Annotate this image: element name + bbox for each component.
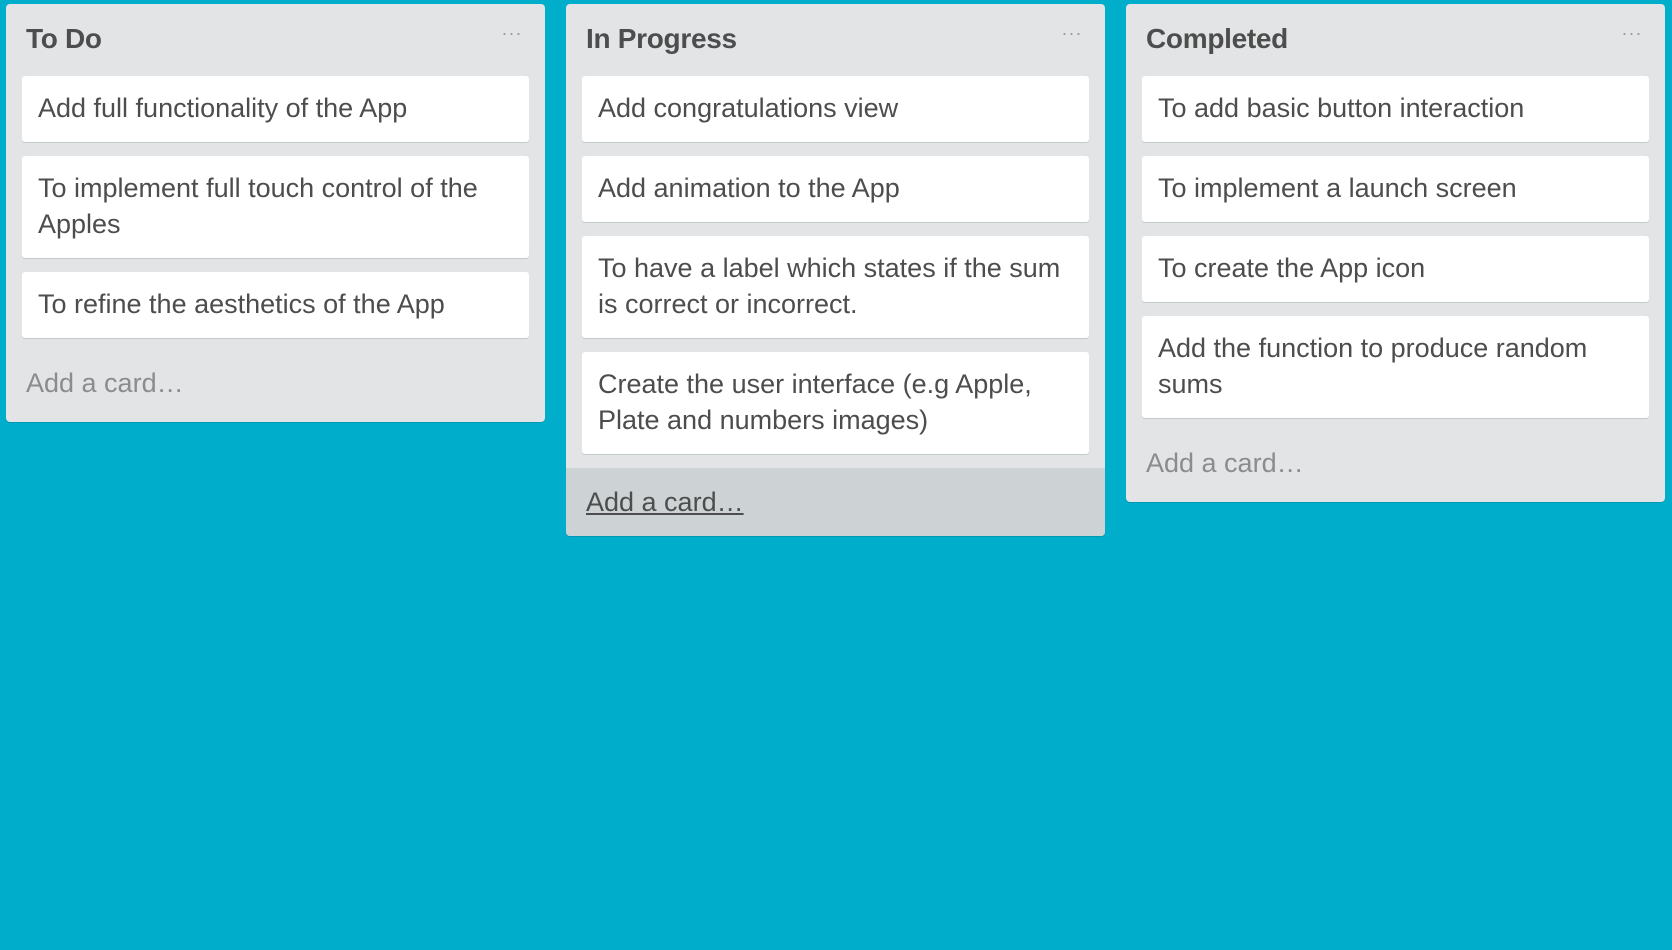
card[interactable]: To implement a launch screen — [1142, 156, 1649, 222]
list-in-progress: In Progress ··· Add congratulations view… — [566, 4, 1105, 536]
list-header: To Do ··· — [6, 4, 545, 68]
list-completed: Completed ··· To add basic button intera… — [1126, 4, 1665, 502]
card[interactable]: Create the user interface (e.g Apple, Pl… — [582, 352, 1089, 454]
ellipsis-icon[interactable]: ··· — [501, 23, 523, 43]
card[interactable]: Add full functionality of the App — [22, 76, 529, 142]
card[interactable]: To refine the aesthetics of the App — [22, 272, 529, 338]
list-title[interactable]: Completed — [1146, 23, 1288, 54]
card[interactable]: Add animation to the App — [582, 156, 1089, 222]
list-title[interactable]: To Do — [26, 23, 102, 54]
list-header: In Progress ··· — [566, 4, 1105, 68]
card[interactable]: To create the App icon — [1142, 236, 1649, 302]
ellipsis-icon[interactable]: ··· — [1621, 23, 1643, 43]
card-list: To add basic button interaction To imple… — [1126, 68, 1665, 418]
add-card-button[interactable]: Add a card… — [26, 368, 184, 398]
list-to-do: To Do ··· Add full functionality of the … — [6, 4, 545, 422]
card[interactable]: To add basic button interaction — [1142, 76, 1649, 142]
card[interactable]: To have a label which states if the sum … — [582, 236, 1089, 338]
list-title[interactable]: In Progress — [586, 23, 737, 54]
add-card-button[interactable]: Add a card… — [1146, 448, 1304, 478]
card-list: Add full functionality of the App To imp… — [6, 68, 545, 338]
ellipsis-icon[interactable]: ··· — [1061, 23, 1083, 43]
card[interactable]: Add congratulations view — [582, 76, 1089, 142]
list-header: Completed ··· — [1126, 4, 1665, 68]
add-card-button[interactable]: Add a card… — [566, 468, 1105, 536]
card[interactable]: Add the function to produce random sums — [1142, 316, 1649, 418]
card-list: Add congratulations view Add animation t… — [566, 68, 1105, 454]
card[interactable]: To implement full touch control of the A… — [22, 156, 529, 258]
